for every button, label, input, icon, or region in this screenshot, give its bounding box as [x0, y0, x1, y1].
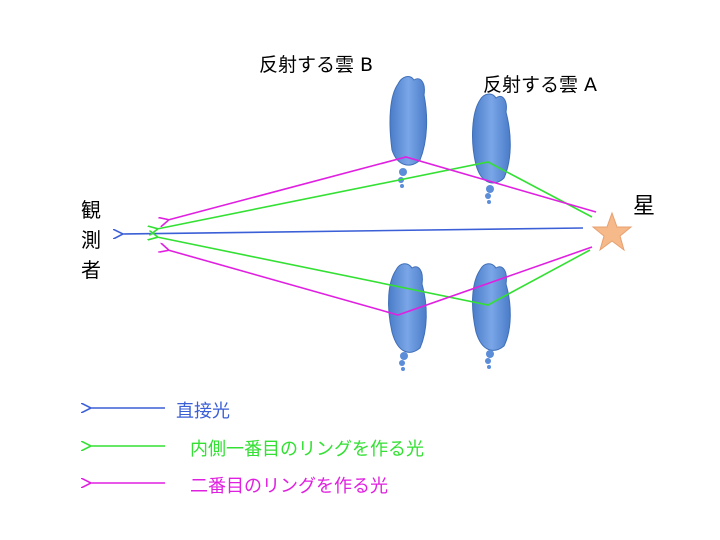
inner-ring-ray-bottom	[157, 237, 591, 306]
legend-inner-text: 内側一番目のリングを作る光	[190, 439, 424, 460]
cloud-a-label: 反射する雲 A	[483, 74, 598, 96]
observer-label: 観 測 者	[80, 195, 102, 285]
legend-second-text: 二番目のリングを作る光	[190, 476, 388, 497]
cloud-a-top	[472, 93, 511, 204]
second-ring-ray-bottom	[168, 247, 593, 316]
second-ring-ray-top	[168, 156, 597, 220]
star-label: 星	[633, 194, 656, 219]
observer-char: 測	[81, 228, 101, 252]
legend-direct-text: 直接光	[176, 401, 230, 422]
direct-light-ray	[122, 227, 584, 234]
cloud-b-top	[389, 76, 428, 188]
observer-char: 者	[81, 258, 101, 282]
inner-ring-ray-top	[157, 161, 593, 229]
cloud-b-label: 反射する雲 B	[259, 54, 374, 76]
cloud-a-bottom	[472, 263, 511, 369]
observer-char: 観	[81, 198, 101, 222]
star-icon	[591, 211, 633, 252]
cloud-b-bottom	[388, 263, 427, 371]
